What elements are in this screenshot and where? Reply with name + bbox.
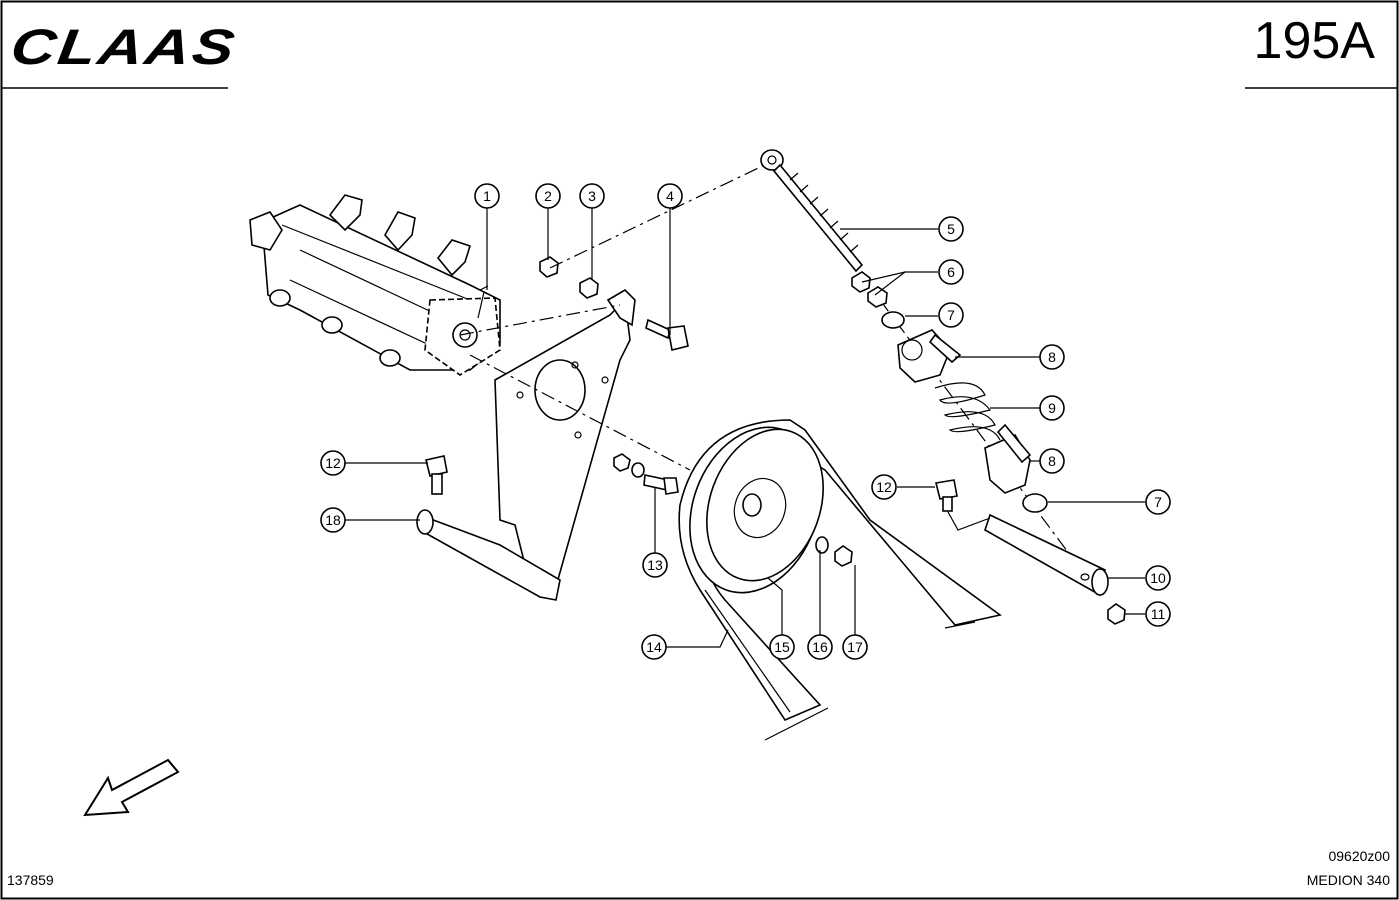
svg-text:13: 13 bbox=[647, 557, 663, 573]
callout-5: 5 bbox=[938, 216, 964, 242]
svg-text:9: 9 bbox=[1048, 400, 1056, 416]
shaft-18 bbox=[416, 509, 561, 601]
svg-text:17: 17 bbox=[847, 639, 863, 655]
brand-logo: CLAAS bbox=[7, 19, 240, 75]
callout-3: 3 bbox=[579, 183, 605, 209]
svg-text:1: 1 bbox=[483, 188, 491, 204]
spring-seat-8-top bbox=[897, 329, 962, 383]
callout-leaders bbox=[345, 208, 1145, 648]
nut-bolt-13 bbox=[613, 453, 679, 495]
callout-1: 1 bbox=[474, 183, 500, 209]
nut-6a bbox=[851, 271, 871, 293]
bolt-12-left bbox=[425, 455, 448, 495]
svg-text:4: 4 bbox=[666, 188, 674, 204]
svg-text:11: 11 bbox=[1151, 606, 1166, 622]
svg-text:18: 18 bbox=[325, 512, 341, 528]
svg-text:7: 7 bbox=[1154, 494, 1162, 510]
nut-2 bbox=[539, 256, 559, 278]
hydraulic-pump bbox=[249, 194, 501, 376]
svg-text:16: 16 bbox=[812, 639, 828, 655]
spring-9 bbox=[934, 382, 1001, 441]
svg-text:14: 14 bbox=[646, 639, 662, 655]
callout-8-bottom: 8 bbox=[1039, 448, 1065, 474]
callout-12-left: 12 bbox=[320, 450, 346, 476]
drawing-code: 09620z00 bbox=[1328, 848, 1390, 864]
callout-12-right: 12 bbox=[871, 474, 897, 500]
svg-text:7: 7 bbox=[947, 307, 955, 323]
svg-text:15: 15 bbox=[774, 639, 790, 655]
sheet-id-left: 137859 bbox=[7, 872, 54, 888]
callout-17: 17 bbox=[842, 634, 868, 660]
model-name: MEDION 340 bbox=[1306, 872, 1390, 888]
pulley-15 bbox=[689, 426, 824, 594]
callout-18: 18 bbox=[320, 507, 346, 533]
callout-6: 6 bbox=[938, 259, 964, 285]
svg-text:10: 10 bbox=[1150, 570, 1166, 586]
svg-text:2: 2 bbox=[544, 188, 552, 204]
mounting-bracket bbox=[494, 288, 636, 598]
nut-3 bbox=[579, 277, 599, 299]
washer-7-top bbox=[881, 311, 905, 329]
callout-4: 4 bbox=[657, 183, 683, 209]
shaft-10 bbox=[984, 513, 1109, 597]
spring-seat-8-bottom bbox=[984, 423, 1032, 494]
callout-10: 10 bbox=[1145, 565, 1171, 591]
alignment-line-pump bbox=[459, 304, 621, 336]
svg-text:5: 5 bbox=[947, 221, 955, 237]
svg-text:8: 8 bbox=[1048, 453, 1056, 469]
svg-text:3: 3 bbox=[588, 188, 596, 204]
bolt-12-right bbox=[935, 479, 958, 512]
bolt-4 bbox=[645, 318, 689, 351]
nut-17 bbox=[834, 545, 853, 567]
callout-16: 16 bbox=[807, 634, 833, 660]
nut-11 bbox=[1107, 603, 1126, 625]
tension-rod-5 bbox=[760, 149, 864, 273]
callout-7-bottom: 7 bbox=[1145, 489, 1171, 515]
page-number: 195A bbox=[1254, 12, 1376, 70]
svg-text:12: 12 bbox=[876, 479, 892, 495]
callout-13: 13 bbox=[642, 552, 668, 578]
callout-7-top: 7 bbox=[938, 302, 964, 328]
callout-8-top: 8 bbox=[1039, 344, 1065, 370]
callout-2: 2 bbox=[535, 183, 561, 209]
svg-text:8: 8 bbox=[1048, 349, 1056, 365]
washer-7-bottom bbox=[1022, 493, 1048, 513]
washer-16 bbox=[815, 536, 829, 554]
callout-15: 15 bbox=[769, 634, 795, 660]
svg-text:12: 12 bbox=[325, 455, 341, 471]
svg-text:6: 6 bbox=[947, 264, 955, 280]
nut-6b bbox=[867, 286, 888, 308]
callout-11: 11 bbox=[1145, 601, 1171, 627]
direction-arrow-icon bbox=[83, 758, 180, 817]
callout-9: 9 bbox=[1039, 395, 1065, 421]
callout-14: 14 bbox=[641, 634, 667, 660]
